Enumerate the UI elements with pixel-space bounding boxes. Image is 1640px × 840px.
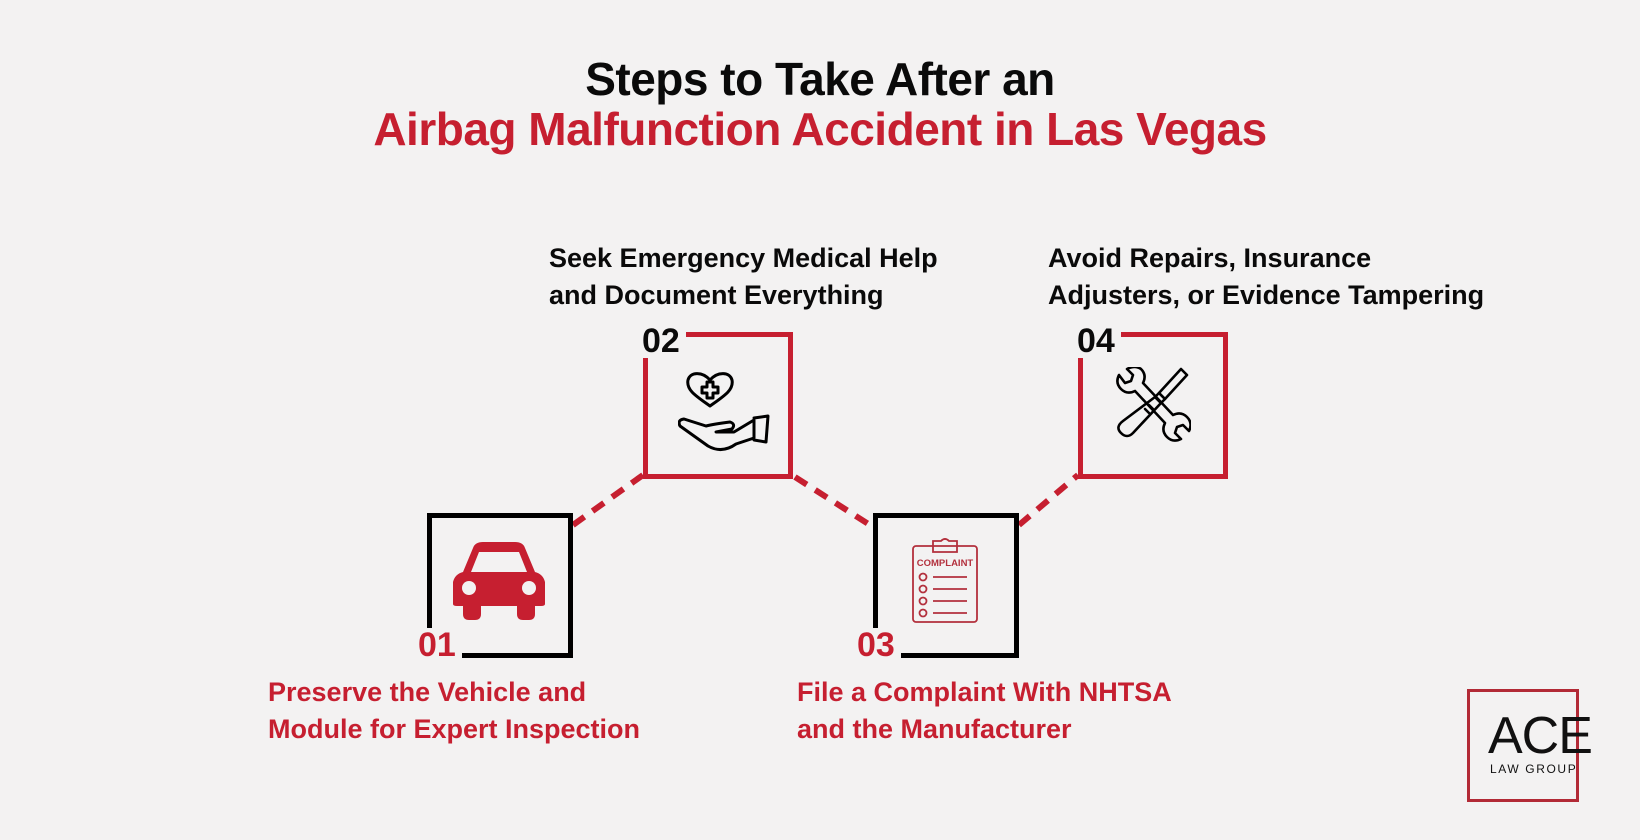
title-line-2: Airbag Malfunction Accident in Las Vegas: [373, 103, 1267, 155]
title-line-1: Steps to Take After an: [585, 53, 1055, 105]
step-1-number: 01: [418, 628, 462, 662]
heart-hand-medical-icon: [678, 372, 770, 451]
step-3-label: File a Complaint With NHTSA and the Manu…: [797, 677, 1172, 744]
step-2-label: Seek Emergency Medical Help and Document…: [549, 243, 938, 310]
wrench-screwdriver-icon: [1116, 367, 1191, 442]
step-4-box: [1078, 332, 1228, 479]
step-2-number: 02: [640, 324, 686, 358]
logo-sub-text: LAW GROUP: [1490, 762, 1578, 776]
logo-ace-text: ACE: [1488, 707, 1593, 765]
svg-text:COMPLAINT: COMPLAINT: [917, 558, 974, 569]
step-3-box: [873, 513, 1019, 658]
step-1-box: [427, 513, 573, 658]
step-1-label: Preserve the Vehicle and Module for Expe…: [268, 677, 641, 744]
step-4-number: 04: [1075, 324, 1121, 358]
step-4-label: Avoid Repairs, Insurance Adjusters, or E…: [1048, 243, 1485, 310]
connector-2-3: [793, 474, 875, 530]
step-3-number: 03: [857, 628, 901, 662]
car-icon: [453, 542, 545, 620]
step-2-box: [643, 332, 793, 479]
complaint-clipboard-icon: COMPLAINT: [912, 538, 978, 623]
connector-3-4: [1017, 472, 1080, 528]
connector-1-2: [571, 472, 645, 528]
ace-law-group-logo: ACE LAW GROUP: [1467, 689, 1593, 802]
